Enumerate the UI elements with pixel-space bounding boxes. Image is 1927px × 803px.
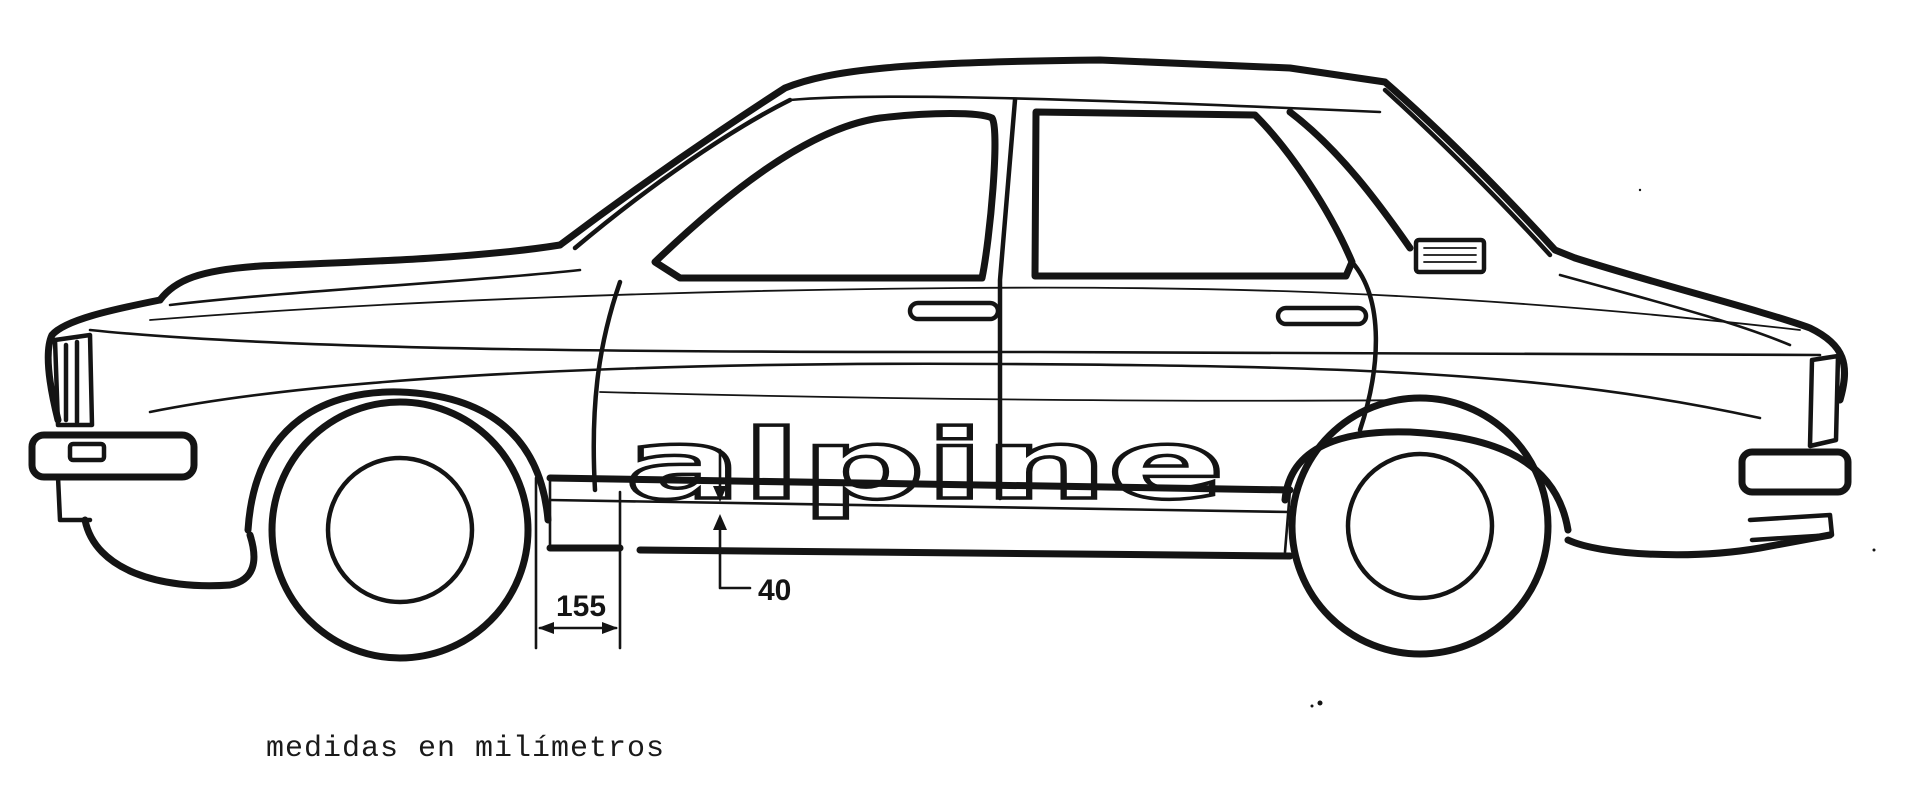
rocker-sill	[546, 474, 1294, 560]
rear-window	[1031, 108, 1356, 280]
rear-tire	[1288, 394, 1552, 658]
vent-slats	[1423, 247, 1477, 263]
front-apron	[55, 474, 93, 523]
doors	[591, 97, 1487, 501]
car-body	[44, 56, 1849, 424]
height-dimension-label: 40	[758, 574, 791, 607]
height-leader-bottom	[718, 528, 752, 590]
rear-light	[1807, 353, 1841, 449]
trunk-crease	[1558, 273, 1792, 347]
rear-wheel-arch	[1281, 428, 1572, 534]
exhaust	[1747, 512, 1835, 543]
rear-valance	[1564, 531, 1834, 559]
front-grille	[52, 332, 95, 428]
rear-wheel	[1281, 394, 1572, 658]
trunk-outline	[1571, 254, 1849, 404]
front-face	[44, 296, 164, 424]
hood-outline	[156, 241, 564, 304]
quarter-window-frame	[1286, 108, 1414, 252]
offset-dimension-label: 155	[556, 590, 606, 623]
height-arrow-up	[713, 514, 727, 530]
offset-arrow-right	[602, 622, 618, 634]
front-indicator	[67, 441, 107, 463]
front-bumper	[28, 431, 198, 481]
front-wheel	[244, 388, 552, 662]
side-windows	[651, 108, 1414, 282]
measurement-caption: medidas en milímetros	[266, 732, 666, 766]
center-door-edge	[997, 97, 1018, 501]
front-door-handle[interactable]	[907, 300, 1001, 322]
front-window	[651, 110, 999, 282]
c-pillar-vent	[1413, 237, 1487, 275]
front-valance	[81, 516, 258, 590]
a-pillar	[572, 97, 793, 251]
rear-hubcap	[1345, 451, 1495, 601]
sill-upper	[546, 474, 1294, 494]
front-end	[28, 332, 258, 590]
c-pillar	[1382, 87, 1553, 258]
rear-bumper	[1738, 448, 1852, 496]
height-dimension: 40	[713, 448, 791, 607]
height-arrow-down	[713, 486, 727, 502]
front-wheel-arch	[244, 388, 552, 534]
sill-bottom	[546, 544, 1294, 560]
body-belt-line	[88, 328, 1822, 357]
alpine-decal: alpine	[625, 409, 1225, 521]
front-hubcap	[325, 455, 475, 605]
front-tire	[268, 398, 532, 662]
body-shoulder-line	[149, 286, 1801, 331]
sill-lower	[548, 498, 1292, 514]
front-door-edge	[591, 279, 623, 493]
offset-dimension: 155	[534, 476, 622, 650]
body-lower-line	[599, 391, 1421, 402]
roof-outline	[556, 56, 1579, 262]
hood-crease	[168, 268, 582, 307]
rear-door-handle[interactable]	[1275, 305, 1369, 327]
rear-end	[1564, 353, 1852, 559]
scan-specks	[1310, 188, 1876, 708]
offset-arrow-left	[538, 622, 554, 634]
roof-inner-line	[788, 95, 1382, 114]
